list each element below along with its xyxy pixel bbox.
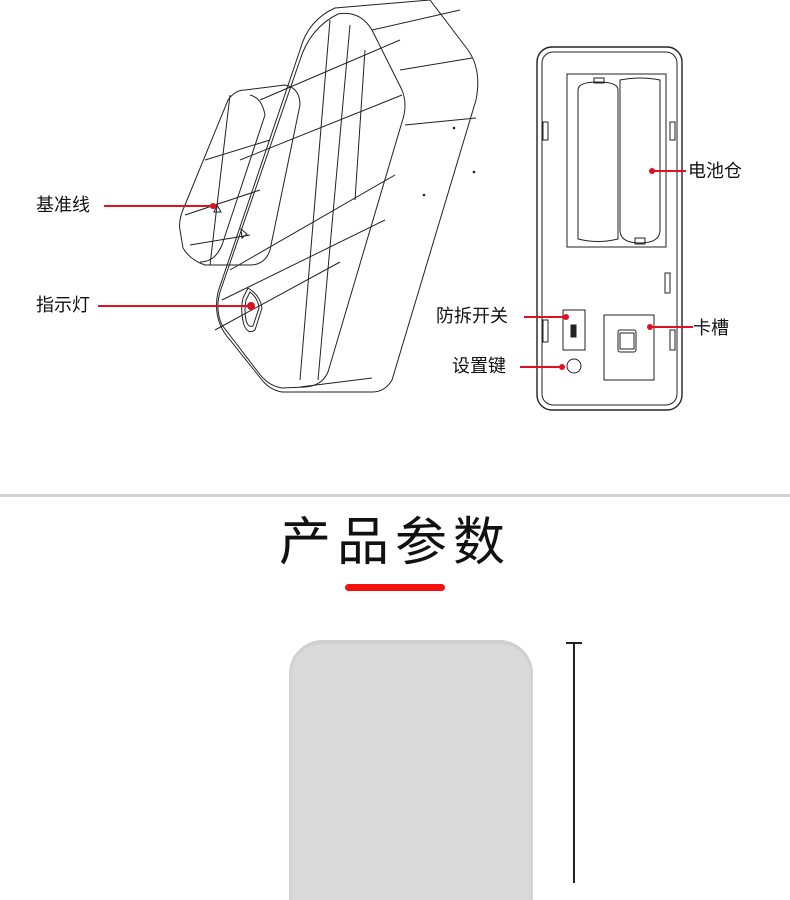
section-divider xyxy=(0,494,790,497)
callout-line-card-slot xyxy=(647,324,693,330)
callout-label-baseline: 基准线 xyxy=(36,195,90,216)
product-photo xyxy=(289,640,533,900)
callout-line-baseline xyxy=(104,203,216,209)
callout-label-tamper: 防拆开关 xyxy=(436,306,508,327)
callout-line-battery xyxy=(649,168,686,174)
section-title-underline xyxy=(345,584,445,591)
callout-line-tamper xyxy=(524,314,569,320)
callout-label-battery: 电池仓 xyxy=(688,161,742,182)
height-dimension-line xyxy=(573,643,575,883)
callout-label-card-slot: 卡槽 xyxy=(693,318,729,339)
callout-line-setup-key xyxy=(520,364,565,370)
callout-label-indicator: 指示灯 xyxy=(36,295,90,316)
device-isometric-drawing xyxy=(179,0,479,393)
device-back-drawing xyxy=(536,46,683,411)
section-title: 产品参数 xyxy=(278,513,511,573)
callout-line-indicator xyxy=(98,302,255,310)
callout-label-setup-key: 设置键 xyxy=(452,356,506,377)
